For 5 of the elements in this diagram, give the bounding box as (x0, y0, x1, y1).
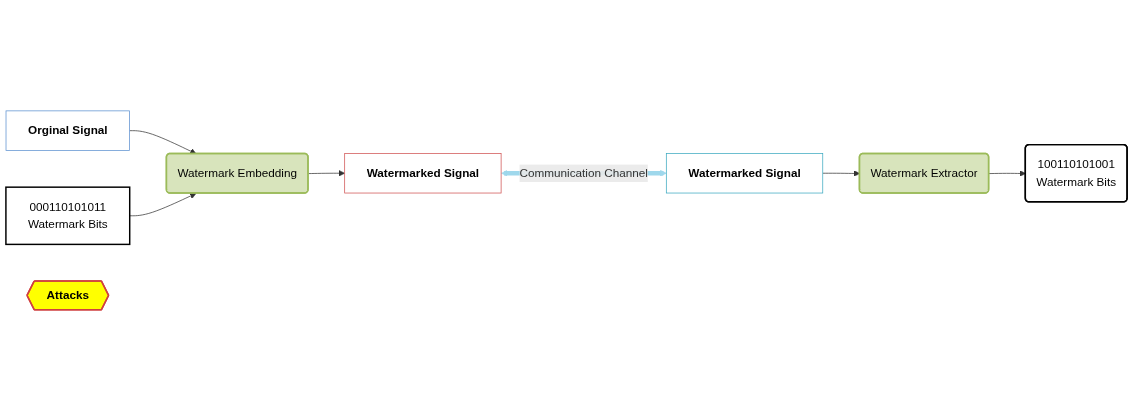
node-box: 000110101011 Watermark Bits (5, 186, 131, 245)
node-box: Watermarked Signal (344, 152, 502, 194)
edge-label: Communication Channel (519, 166, 648, 179)
node-box: Orginal Signal (5, 110, 130, 151)
node-box: Watermarked Signal (665, 152, 824, 194)
